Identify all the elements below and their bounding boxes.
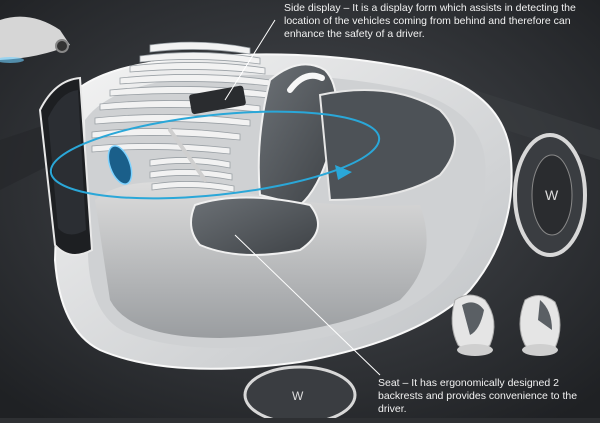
center-display [189,85,246,115]
rotation-indicator [49,110,381,200]
svg-text:W: W [292,389,304,403]
seat-thumbnail-1 [451,294,495,356]
svg-text:W: W [545,187,559,203]
background-car [0,16,70,63]
side-display-caption: Side display – It is a display form whic… [284,2,576,40]
driver-seat [190,63,456,256]
side-display [38,76,133,256]
rear-wheel: W [243,365,357,423]
steering-column [168,128,207,182]
side-display-leader [224,19,276,101]
seat-leader [234,234,381,376]
seat-caption: Seat – It has ergonomically designed 2 b… [378,377,578,415]
front-wheel: W [513,133,587,257]
seat-thumbnail-2 [519,295,561,356]
